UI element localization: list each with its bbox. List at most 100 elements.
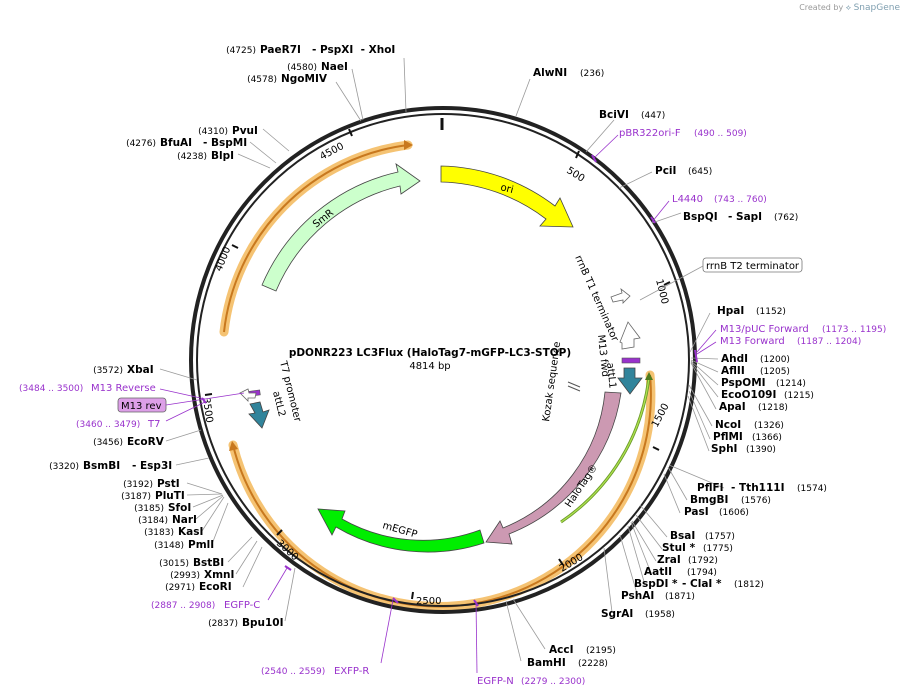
site-stui-name: StuI * <box>662 542 696 554</box>
site-pspomi-name: PspOMI <box>721 377 766 389</box>
feature-attl1-arrow <box>617 367 643 395</box>
site-aatii-name: AatII <box>644 566 672 578</box>
site-ahdi-pos: (1200) <box>760 355 790 365</box>
primer-t7-name: T7 <box>147 419 160 430</box>
site-pcii-pos: (645) <box>688 167 712 177</box>
site-sapi-name: - SapI <box>728 211 762 223</box>
primer-l4440-range: (743 .. 760) <box>714 195 767 205</box>
site-hpai-name: HpaI <box>717 305 744 317</box>
primer-egfp-c-range: (2887 .. 2908) <box>151 601 215 611</box>
feature-rrnb-t1-arrow <box>610 287 631 304</box>
feature-m13fwd-bar <box>621 357 641 364</box>
site-bsmbi-name: BsmBI <box>83 460 120 472</box>
primer-m13-forward-range: (1187 .. 1204) <box>797 337 861 347</box>
primer-exfp-r-range: (2540 .. 2559) <box>261 667 325 677</box>
primer-m13-reverse-name: M13 Reverse <box>91 383 156 394</box>
orf-arrowhead-bottom <box>229 441 238 451</box>
feature-m13fwd-green-arc-inner <box>560 376 650 523</box>
site-pmli-name: PmlI <box>188 539 214 551</box>
site-bspqi-pos: (762) <box>774 213 798 223</box>
site-bfuai-name: BfuAI <box>160 137 192 149</box>
primer-pbr322ori-f-name: pBR322ori-F <box>619 128 681 139</box>
site-aatii-pos: (1794) <box>687 568 717 578</box>
site-ncoi-pos: (1326) <box>754 421 784 431</box>
site-ecoo109i-name: EcoO109I <box>721 389 776 401</box>
site-pluti-pos: (3187) <box>121 492 151 502</box>
site-paer7i-pos: (4725) <box>226 46 256 56</box>
site-ecorv-pos: (3456) <box>93 438 123 448</box>
site-sfoi-name: SfoI <box>168 502 191 514</box>
site-ngomiv-name: NgoMIV <box>281 73 328 85</box>
feature-mgfp-arrow <box>317 508 485 553</box>
site-ncoi-name: NcoI <box>715 419 741 431</box>
site-pvui-name: PvuI <box>232 125 258 137</box>
site-nari-pos: (3184) <box>138 516 168 526</box>
feature-attl2-arrow <box>248 401 270 429</box>
primer-labels: pBR322ori-F (490 .. 509) L4440 (743 .. 7… <box>19 128 886 687</box>
primer-m13-forward-name: M13 Forward <box>720 336 785 347</box>
credit-prefix: Created by <box>799 3 844 12</box>
site-bpu10i-name: Bpu10I <box>242 617 284 629</box>
site-esp3i-name: - Esp3I <box>132 460 172 472</box>
primer-leaders <box>159 134 717 674</box>
site-kasi-pos: (3183) <box>144 528 174 538</box>
site-blpi-name: BlpI <box>211 150 234 162</box>
site-ecoo109i-pos: (1215) <box>784 391 814 401</box>
site-pflmi-pos: (1366) <box>752 433 782 443</box>
feature-label-ori: ori <box>499 182 514 196</box>
feature-halotag-arrow <box>485 391 622 545</box>
primer-egfp-n-name: EGFP-N <box>477 676 514 687</box>
site-hpai-pos: (1152) <box>756 307 786 317</box>
plasmid-size: 4814 bp <box>409 361 450 372</box>
primer-egfp-c-name: EGFP-C <box>224 600 260 611</box>
site-sphi-pos: (1390) <box>746 445 776 455</box>
tick-label-3500: 3500 <box>200 397 214 424</box>
primer-m13-reverse-range: (3484 .. 3500) <box>19 384 83 394</box>
rrnb-t2-label-box <box>702 257 803 273</box>
site-bstbi-pos: (3015) <box>159 559 189 569</box>
site-sfoi-pos: (3185) <box>134 504 164 514</box>
site-labels: AlwNI (236) BciVI (447) PciI (645) BspQI… <box>49 44 827 669</box>
site-aflii-name: AflII <box>721 365 745 377</box>
site-pshai-pos: (1871) <box>665 592 695 602</box>
leader-rrnb-t2 <box>639 265 704 301</box>
primer-pbr322ori-f-range: (490 .. 509) <box>694 129 747 139</box>
site-pasi-pos: (1606) <box>719 508 749 518</box>
primer-t7-range: (3460 .. 3479) <box>76 420 140 430</box>
site-bspmi-name: - BspMI <box>203 137 247 149</box>
primer-m13puc-forward-range: (1173 .. 1195) <box>822 325 886 335</box>
site-pspomi-pos: (1214) <box>776 379 806 389</box>
site-acci-pos: (2195) <box>586 646 616 656</box>
site-nari-name: NarI <box>172 514 197 526</box>
green-arc-arrowhead <box>645 372 653 380</box>
site-blpi-pos: (4238) <box>177 152 207 162</box>
site-xbai-pos: (3572) <box>93 366 123 376</box>
site-acci-name: AccI <box>549 644 573 656</box>
site-pasi-name: PasI <box>684 506 709 518</box>
site-ahdi-name: AhdI <box>721 353 748 365</box>
site-bamhi-pos: (2228) <box>578 659 608 669</box>
feature-label-attl1: attL1 <box>604 362 618 389</box>
site-xmni-name: XmnI <box>204 569 234 581</box>
site-pspxi-xhoi-name: - PspXI - XhoI <box>312 44 395 56</box>
site-bcivi-name: BciVI <box>599 109 629 121</box>
primer-marks <box>201 154 698 607</box>
feature-label-rrnb-t2: rrnB T2 terminator <box>706 261 800 272</box>
site-pvui-pos: (4310) <box>198 127 228 137</box>
site-pflfi-name: PflFI <box>697 482 724 494</box>
tick-label-500: 500 <box>564 165 586 184</box>
site-bsai-pos: (1757) <box>705 532 735 542</box>
site-pflmi-name: PflMI <box>713 431 743 443</box>
site-stui-pos: (1775) <box>703 544 733 554</box>
site-tth111i-name: - Tth111I <box>731 482 785 494</box>
site-bcivi-pos: (447) <box>641 111 665 121</box>
site-alwni-name: AlwNI <box>533 67 567 79</box>
feature-kozak-mark-2 <box>567 385 581 392</box>
primer-m13puc-forward-name: M13/pUC Forward <box>720 324 809 335</box>
site-bsmbi-pos: (3320) <box>49 462 79 472</box>
site-clai-name: - ClaI * <box>682 578 722 590</box>
feature-rrnb-t2-arrow <box>619 321 641 350</box>
orf-arrowhead-top <box>404 140 413 150</box>
site-paer7i-name: PaeR7I <box>260 44 301 56</box>
tick-label-2500: 2500 <box>416 596 441 607</box>
